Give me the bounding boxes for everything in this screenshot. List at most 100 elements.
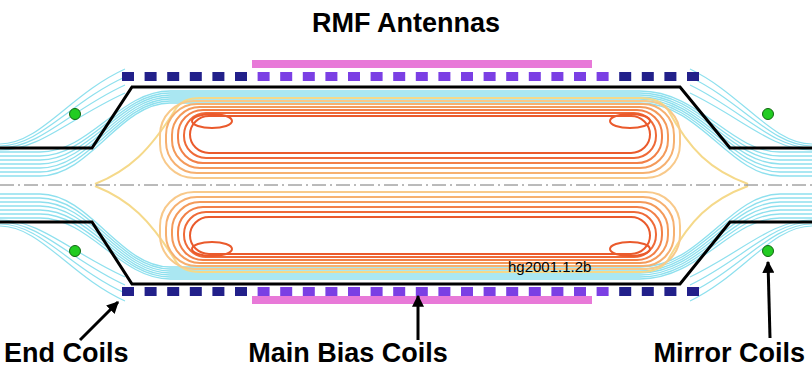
vessel-wall: [0, 87, 812, 148]
main-bias-coil: [280, 287, 292, 296]
main-bias-coil: [393, 72, 405, 81]
main-bias-coil: [303, 72, 315, 81]
main-bias-coil: [325, 287, 337, 296]
flux-surface: [160, 192, 680, 269]
end-coil: [664, 72, 676, 81]
main-bias-coil: [529, 287, 541, 296]
end-coil: [642, 287, 654, 296]
leader-arrow: [80, 302, 118, 340]
flux-surface: [190, 116, 650, 153]
separatrix: [95, 186, 748, 272]
main-bias-coil: [597, 72, 609, 81]
field-line: [0, 99, 812, 168]
end-coil: [190, 72, 202, 81]
coil-row: [122, 72, 699, 296]
end-coil: [619, 72, 631, 81]
main-bias-coil: [484, 287, 496, 296]
axis-line: [0, 185, 812, 186]
flux-surface: [172, 202, 668, 263]
main-bias-coil: [506, 72, 518, 81]
vessel-wall: [0, 222, 812, 284]
mirror-coil: [763, 109, 774, 120]
main-bias-coil: [461, 287, 473, 296]
main-bias-coil: [303, 287, 315, 296]
end-coil: [145, 72, 157, 81]
flux-surface: [184, 113, 656, 158]
rmf-antenna: [252, 296, 592, 304]
field-line: [0, 69, 125, 144]
main-bias-coil: [506, 287, 518, 296]
end-coil: [212, 72, 224, 81]
flux-surface: [610, 242, 650, 256]
main-bias-coil: [574, 72, 586, 81]
flux-surface: [190, 217, 650, 254]
main-bias-coil: [348, 72, 360, 81]
main-bias-coil: [529, 72, 541, 81]
main-bias-coil: [461, 72, 473, 81]
figure-id: hg2001.1.2b: [508, 258, 591, 275]
rmf-antenna: [252, 60, 592, 68]
main-bias-coil: [551, 287, 563, 296]
end-coil: [167, 72, 179, 81]
field-line: [690, 226, 812, 301]
main-bias-coil: [574, 287, 586, 296]
field-lines-top: [0, 69, 812, 184]
end-coil: [190, 287, 202, 296]
main-bias-coil: [325, 72, 337, 81]
main-bias-coil: [416, 287, 428, 296]
end-coil: [212, 287, 224, 296]
main-bias-coil: [438, 72, 450, 81]
main-bias-coil: [416, 72, 428, 81]
field-line: [0, 194, 812, 267]
end-coil: [235, 72, 247, 81]
main-bias-coil: [258, 72, 270, 81]
field-line: [0, 202, 812, 271]
end-coil: [122, 72, 134, 81]
end-coil: [664, 287, 676, 296]
flux-surface: [610, 114, 650, 128]
main-bias-coil: [484, 72, 496, 81]
mirror-coil: [70, 109, 81, 120]
main-bias-coil: [371, 287, 383, 296]
end-coil: [619, 287, 631, 296]
flux-surface: [166, 197, 674, 266]
flux-surface: [192, 114, 232, 128]
field-line: [690, 69, 812, 144]
part-label: Mirror Coils: [653, 338, 805, 369]
main-bias-coil: [551, 72, 563, 81]
flux-surface: [192, 242, 232, 256]
field-line: [0, 101, 812, 172]
separatrix: [95, 98, 748, 184]
part-label: Main Bias Coils: [248, 338, 448, 369]
flux-surface: [184, 212, 656, 257]
part-label: RMF Antennas: [312, 8, 500, 39]
main-bias-coil: [348, 287, 360, 296]
field-lines-bottom: [0, 186, 812, 301]
end-coil: [122, 287, 134, 296]
mirror-coil: [763, 246, 774, 257]
main-bias-coil: [393, 287, 405, 296]
flux-surface: [178, 207, 662, 260]
end-coil: [642, 72, 654, 81]
main-bias-coil: [280, 72, 292, 81]
flux-surface: [172, 107, 668, 168]
leader-arrow: [417, 296, 420, 340]
flux-surface: [178, 110, 662, 163]
end-coil: [687, 287, 699, 296]
main-bias-coil: [438, 287, 450, 296]
end-coil: [687, 72, 699, 81]
flux-surface: [166, 104, 674, 173]
field-line: [0, 198, 812, 269]
flux-surface: [160, 101, 680, 178]
field-line: [0, 103, 812, 176]
part-label: End Coils: [4, 338, 129, 369]
end-coil: [145, 287, 157, 296]
mirror-coil: [70, 246, 81, 257]
main-bias-coil: [371, 72, 383, 81]
end-coil: [167, 287, 179, 296]
leader-arrow: [768, 262, 770, 338]
end-coil: [235, 287, 247, 296]
main-bias-coil: [597, 287, 609, 296]
